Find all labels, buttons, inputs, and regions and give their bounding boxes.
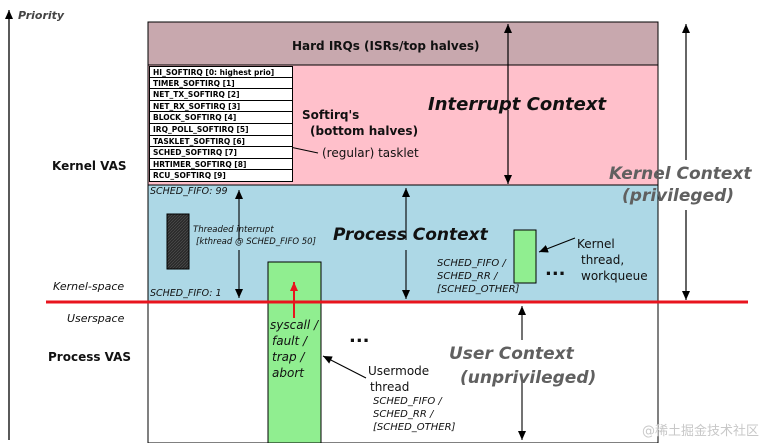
threaded-interrupt-label: Threaded interrupt bbox=[193, 225, 274, 235]
kernel-thread-label: Kernel bbox=[577, 237, 615, 251]
interrupt-context-label: Interrupt Context bbox=[428, 94, 607, 115]
syscall-label: syscall / bbox=[270, 318, 319, 332]
user-sched-line2: SCHED_RR / bbox=[373, 409, 434, 420]
softirq-item: TASKLET_SOFTIRQ [6] bbox=[149, 135, 293, 148]
fault-label: fault / bbox=[272, 334, 308, 348]
softirq-list: HI_SOFTIRQ [0: highest prio] TIMER_SOFTI… bbox=[149, 66, 293, 182]
softirq-item: HI_SOFTIRQ [0: highest prio] bbox=[149, 66, 293, 78]
user-ellipsis: ... bbox=[349, 326, 370, 347]
softirqs-label: Softirq's bbox=[302, 108, 360, 122]
softirq-item: TIMER_SOFTIRQ [1] bbox=[149, 77, 293, 90]
softirq-item: IRQ_POLL_SOFTIRQ [5] bbox=[149, 123, 293, 136]
kernel-thread-arrow bbox=[538, 237, 576, 253]
usermode-label: Usermode bbox=[368, 364, 430, 378]
kthread-sched-line3: [SCHED_OTHER] bbox=[437, 284, 520, 295]
softirq-item: HRTIMER_SOFTIRQ [8] bbox=[149, 158, 293, 171]
sched-fifo-1-label: SCHED_FIFO: 1 bbox=[150, 288, 222, 299]
softirq-item: NET_TX_SOFTIRQ [2] bbox=[149, 89, 293, 101]
priority-label: Priority bbox=[18, 9, 65, 22]
user-sched-line3: [SCHED_OTHER] bbox=[373, 422, 456, 433]
unprivileged-label: (unprivileged) bbox=[460, 368, 597, 388]
kernel-vas-label: Kernel VAS bbox=[52, 159, 127, 173]
usermode-thread-arrow bbox=[322, 355, 367, 379]
user-context-area bbox=[147, 301, 659, 443]
kthread-sched-line1: SCHED_FIFO / bbox=[437, 258, 506, 269]
hard-irqs-label: Hard IRQs (ISRs/top halves) bbox=[292, 39, 480, 53]
kernel-ellipsis: ... bbox=[545, 259, 566, 280]
workqueue-label: workqueue bbox=[581, 269, 648, 283]
kernel-thread-box bbox=[513, 229, 537, 284]
trap-label: trap / bbox=[272, 350, 305, 364]
privileged-label: (privileged) bbox=[622, 186, 735, 206]
threaded-interrupt-kthread-label: [kthread @ SCHED_FIFO 50] bbox=[196, 237, 316, 247]
softirq-item: RCU_SOFTIRQ [9] bbox=[149, 170, 293, 182]
usermode-thread-label: thread bbox=[370, 380, 410, 394]
kernel-context-label: Kernel Context bbox=[609, 164, 752, 184]
watermark: @稀土掘金技术社区 bbox=[641, 424, 759, 439]
user-sched-line1: SCHED_FIFO / bbox=[373, 396, 442, 407]
kthread-sched-line2: SCHED_RR / bbox=[437, 271, 498, 282]
kernel-thread-label-2: thread, bbox=[581, 253, 625, 267]
softirq-item: NET_RX_SOFTIRQ [3] bbox=[149, 100, 293, 113]
kernel-space-label: Kernel-space bbox=[53, 280, 125, 293]
regular-tasklet-label: (regular) tasklet bbox=[322, 146, 419, 160]
threaded-interrupt-block bbox=[166, 213, 190, 270]
userspace-label: Userspace bbox=[67, 312, 125, 325]
user-context-label: User Context bbox=[449, 344, 574, 364]
abort-label: abort bbox=[272, 366, 304, 380]
process-context-label: Process Context bbox=[333, 225, 488, 245]
softirq-item: SCHED_SOFTIRQ [7] bbox=[149, 147, 293, 159]
softirq-item: BLOCK_SOFTIRQ [4] bbox=[149, 112, 293, 124]
sched-fifo-99-label: SCHED_FIFO: 99 bbox=[150, 186, 228, 197]
process-vas-label: Process VAS bbox=[48, 350, 132, 364]
bottom-halves-label: (bottom halves) bbox=[310, 124, 419, 138]
